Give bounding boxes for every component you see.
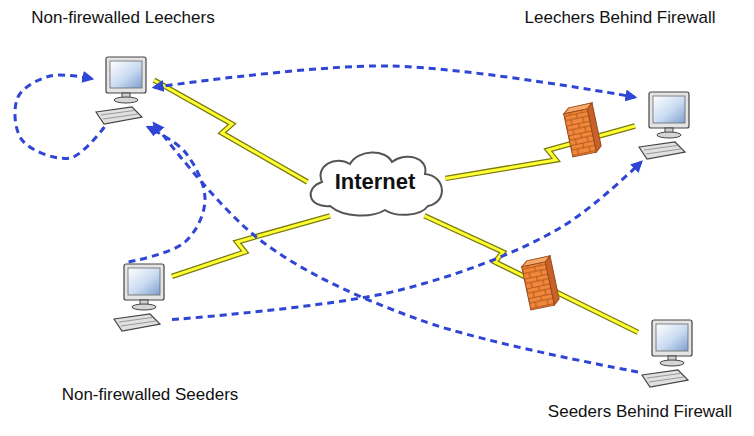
- keyboard-keys: [103, 114, 138, 119]
- keyboard: [114, 314, 160, 331]
- monitor-bezel: [649, 92, 689, 128]
- firewall-icon: [563, 103, 603, 157]
- keyboard-keys: [649, 377, 684, 382]
- monitor-bezel: [106, 57, 146, 93]
- data-flow-arrow: [172, 162, 641, 320]
- monitor-bezel: [124, 264, 164, 300]
- connector-layer: [15, 66, 641, 372]
- keyboard: [639, 142, 685, 159]
- internet-cloud: Internet: [300, 146, 450, 218]
- data-flow-arrow: [129, 127, 205, 262]
- keyboard-keys: [101, 111, 134, 116]
- keyboard: [96, 107, 142, 124]
- computer-icon: [110, 262, 172, 334]
- network-link: [154, 80, 308, 182]
- monitor-base: [657, 132, 681, 138]
- monitor-base: [132, 304, 156, 310]
- monitor-base: [114, 97, 138, 103]
- keyboard-keys: [121, 321, 156, 326]
- keyboard: [642, 370, 688, 387]
- node-label: Non-firewalled Leechers: [31, 8, 214, 28]
- computer-node: Non-firewalled Leechers: [92, 55, 154, 127]
- monitor-screen: [110, 61, 142, 88]
- cloud-shape: [311, 152, 442, 215]
- network-link: [172, 216, 330, 277]
- keyboard-keys: [647, 374, 680, 379]
- monitor-bezel: [652, 320, 692, 356]
- link-outline: [172, 216, 330, 277]
- node-label: Non-firewalled Seeders: [62, 385, 239, 405]
- keyboard-keys: [646, 149, 681, 154]
- node-label: Leechers Behind Firewall: [525, 8, 716, 28]
- monitor-screen: [128, 268, 160, 295]
- monitor-screen: [653, 96, 685, 123]
- firewall-group: [521, 103, 603, 310]
- cloud-label: Internet: [335, 170, 416, 194]
- computer-node: Seeders Behind Firewall: [638, 318, 700, 390]
- keyboard-keys: [644, 146, 677, 151]
- data-flow-arrow: [154, 66, 635, 97]
- firewall-front: [564, 109, 597, 157]
- network-link: [446, 126, 636, 178]
- computer-icon: [92, 55, 154, 127]
- firewall-front: [522, 262, 555, 310]
- computer-icon: [638, 318, 700, 390]
- computer-node: Non-firewalled Seeders: [110, 262, 172, 334]
- firewall-icon: [521, 256, 561, 310]
- data-flow-arrow: [15, 75, 104, 158]
- link-outline: [446, 126, 636, 178]
- keyboard-keys: [119, 318, 152, 323]
- computer-icon: [635, 90, 697, 162]
- link-outline: [154, 80, 308, 182]
- node-label: Seeders Behind Firewall: [548, 402, 732, 422]
- monitor-base: [660, 360, 684, 366]
- data-flow-arrow: [154, 123, 638, 372]
- monitor-screen: [656, 324, 688, 351]
- computer-node: Leechers Behind Firewall: [635, 90, 697, 162]
